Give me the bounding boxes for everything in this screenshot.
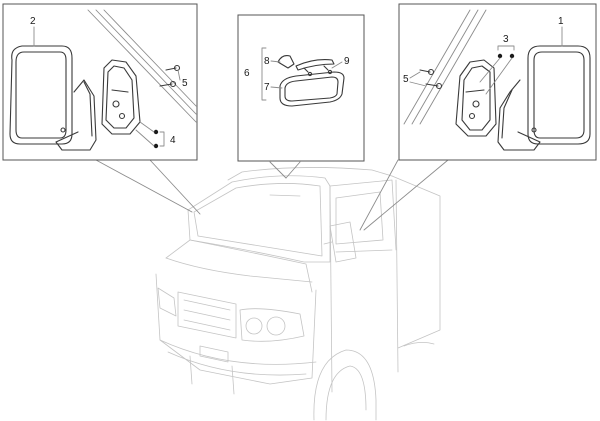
leader-lines [95, 159, 449, 231]
callout-4: 4 [170, 135, 176, 146]
callout-1: 1 [558, 16, 564, 27]
van-illustration [155, 167, 441, 421]
screw-icon [159, 64, 181, 88]
callout-5-left: 5 [182, 78, 188, 89]
callout-5-right: 5 [403, 74, 409, 85]
callout-8: 8 [264, 56, 270, 67]
screw-icon [303, 65, 333, 77]
callout-6: 6 [244, 68, 250, 79]
callout-2: 2 [30, 16, 36, 27]
right-mirror-panel: 1 3 5 [398, 3, 597, 161]
mirror-base-icon [277, 55, 295, 69]
interior-mirror-panel: 6 8 7 9 [237, 14, 365, 162]
callout-7: 7 [264, 82, 270, 93]
left-mirror-panel: 2 5 4 [2, 3, 198, 161]
callout-9: 9 [344, 56, 350, 67]
callout-3: 3 [503, 34, 509, 45]
screw-icon [419, 68, 443, 90]
